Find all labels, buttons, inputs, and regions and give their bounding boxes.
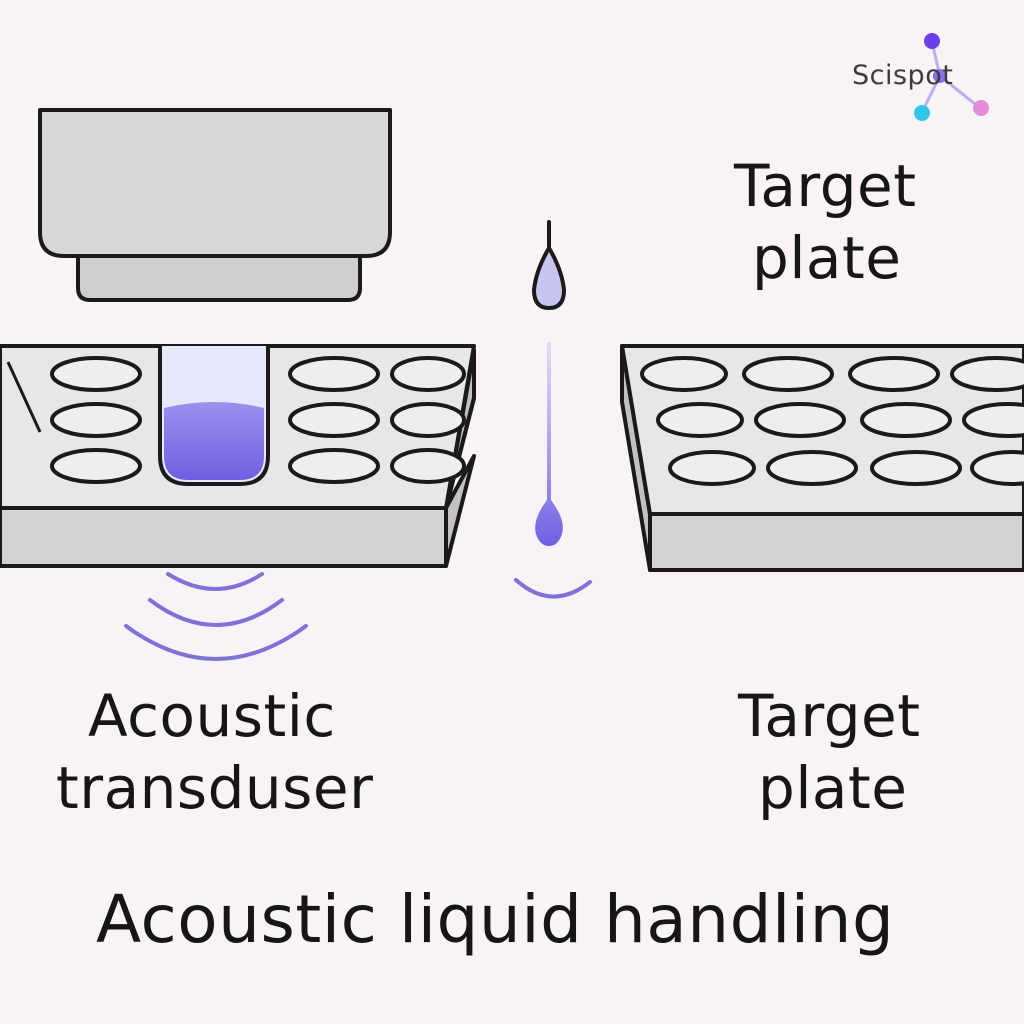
target-plate-bottom-label-line1: Target — [738, 682, 921, 750]
target-plate-top-label-line1: Target — [734, 152, 917, 220]
liquid-stream — [535, 342, 563, 546]
sound-waves-icon — [124, 572, 308, 661]
source-block — [38, 108, 392, 302]
target-plate — [620, 344, 1024, 572]
source-plate — [0, 344, 476, 568]
diagram-title: Acoustic liquid handling — [96, 881, 895, 958]
transducer-label-line1: Acoustic — [88, 682, 336, 750]
brand-wordmark: Scispot — [852, 60, 954, 91]
target-plate-bottom-label-line2: plate — [758, 754, 908, 822]
ripple-arc — [514, 578, 592, 599]
droplet-icon — [532, 220, 566, 310]
brand-logo-icon — [914, 33, 989, 121]
transducer-label-line2: transduser — [56, 754, 374, 822]
target-plate-top-label-line2: plate — [752, 224, 902, 292]
